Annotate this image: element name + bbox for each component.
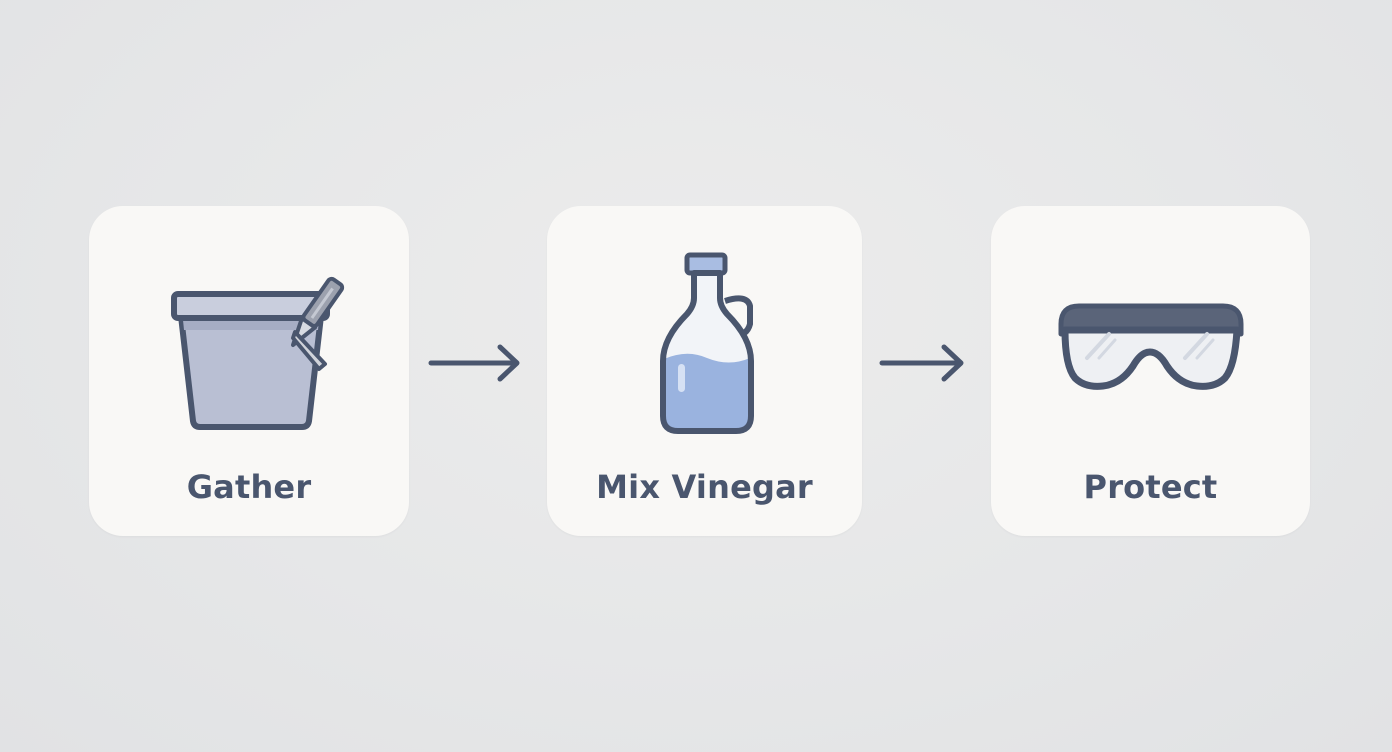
- step-label-mix-vinegar: Mix Vinegar: [596, 468, 813, 506]
- step-card-gather: Gather: [89, 206, 409, 536]
- step-card-mix-vinegar: Mix Vinegar: [547, 206, 862, 536]
- step-card-protect: Protect: [991, 206, 1310, 536]
- arrow-right-icon: [428, 344, 520, 382]
- step-label-protect: Protect: [1083, 468, 1218, 506]
- arrow-right-icon: [879, 344, 964, 382]
- step-label-gather: Gather: [186, 468, 312, 506]
- vinegar-bottle-icon: [660, 252, 754, 434]
- safety-goggles-icon: [1058, 303, 1244, 390]
- bucket-icon: [171, 276, 345, 430]
